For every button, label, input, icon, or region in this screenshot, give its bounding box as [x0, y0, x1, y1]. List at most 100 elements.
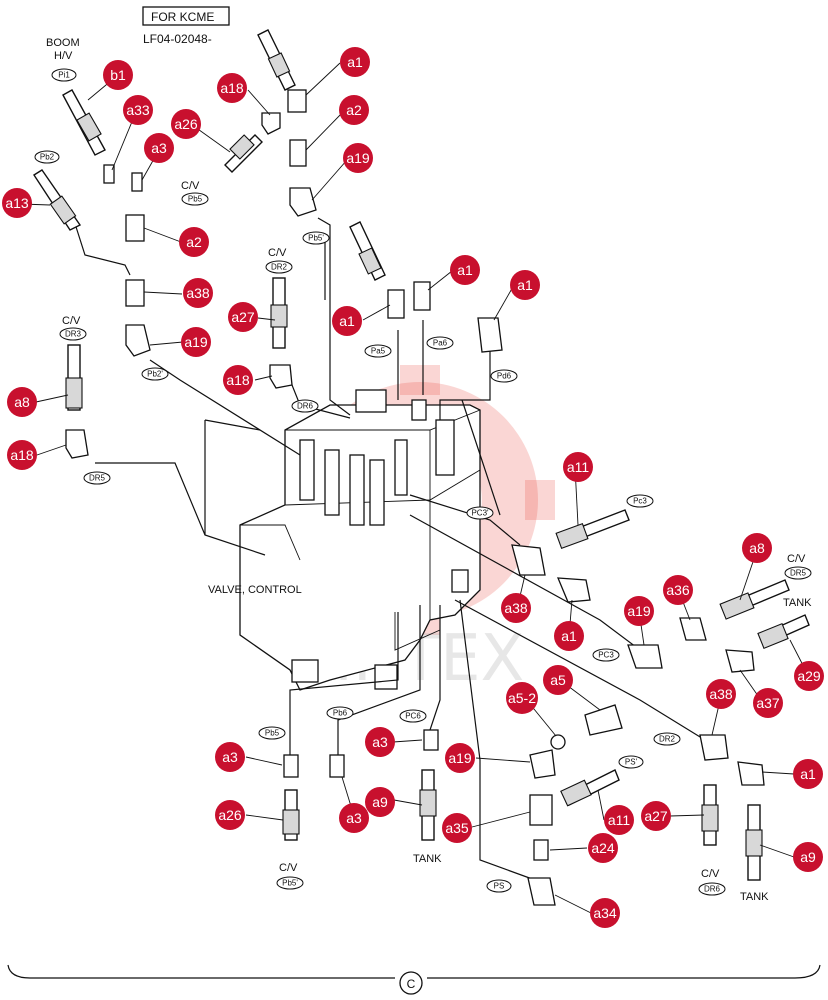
port-dr3: DR3 [59, 327, 87, 341]
callout-label: a9 [800, 849, 816, 865]
callout-label: a26 [218, 807, 242, 823]
callout-a13: a13 [2, 188, 32, 218]
callout-circle [450, 255, 480, 285]
cv-label-pb5-bottom: C/V [279, 862, 298, 874]
callout-layer: b1a33a3a26a18a1a2a19a13a2a38a19a27a18a1a… [2, 47, 824, 928]
callout-a19-right: a19 [624, 596, 654, 626]
callout-a9-mid: a9 [365, 787, 395, 817]
callout-a1-right: a1 [793, 759, 823, 789]
svg-text:Pb5': Pb5' [282, 879, 298, 888]
callout-circle [144, 133, 174, 163]
callout-circle [543, 665, 573, 695]
svg-text:Pc3: Pc3 [633, 497, 647, 506]
port-pc6: PC6 [399, 709, 427, 723]
callout-a37: a37 [753, 688, 783, 718]
callout-circle [501, 593, 531, 623]
callout-a18-mid: a18 [223, 365, 253, 395]
svg-text:Pb2': Pb2' [147, 370, 163, 379]
callout-label: a3 [372, 734, 388, 750]
callout-circle [365, 727, 395, 757]
callout-label: a35 [445, 820, 469, 836]
port-labels: Pi1 Pb2 Pb5 Pb5' DR2 DR3 Pb2' DR6 DR5 Pa… [34, 68, 812, 896]
callout-label: a26 [174, 116, 198, 132]
callout-circle [510, 270, 540, 300]
port-ps-prime: PS' [618, 755, 644, 769]
callout-circle [171, 109, 201, 139]
fittings [65, 89, 765, 906]
callout-a3-bm2: a3 [339, 803, 369, 833]
callout-circle [624, 596, 654, 626]
callout-label: a1 [517, 277, 533, 293]
callout-label: a19 [346, 150, 370, 166]
callout-label: a1 [800, 766, 816, 782]
callout-circle [793, 759, 823, 789]
text-labels: C/V C/V C/V C/V TANK TANK TANK C/V C/V [62, 180, 812, 903]
port-dr2-low: DR2 [653, 732, 681, 746]
callout-label: a3 [346, 810, 362, 826]
callout-a24: a24 [588, 833, 618, 863]
cv-label-dr3: C/V [62, 315, 81, 327]
callout-circle [339, 803, 369, 833]
boom-hv-label: H/V [54, 50, 73, 62]
callout-circle [506, 682, 538, 714]
callout-a2-top: a2 [339, 95, 369, 125]
callout-a35: a35 [442, 813, 472, 843]
port-pa5: Pa5 [364, 344, 392, 358]
callout-a19-left: a19 [181, 327, 211, 357]
port-dr6-bottom: DR6 [698, 882, 726, 896]
callout-a27-top: a27 [228, 302, 258, 332]
header-title: FOR KCME [151, 10, 214, 24]
callout-label: a3 [151, 140, 167, 156]
tank-label-a9: TANK [740, 891, 769, 903]
svg-text:Pb5: Pb5 [188, 195, 203, 204]
callout-circle [343, 143, 373, 173]
callout-a18-top: a18 [217, 73, 247, 103]
callout-label: a5-2 [508, 690, 536, 706]
port-pi1: Pi1 [51, 68, 77, 82]
callout-label: a9 [372, 794, 388, 810]
callout-label: a27 [644, 808, 668, 824]
callout-circle [442, 813, 472, 843]
callout-circle [365, 787, 395, 817]
callout-circle [793, 842, 823, 872]
callout-label: a1 [339, 313, 355, 329]
callout-circle [183, 278, 213, 308]
callout-circle [7, 387, 37, 417]
callout-circle [663, 575, 693, 605]
header-box [142, 6, 230, 26]
port-dr5-right: DR5 [784, 566, 812, 580]
callout-circle [340, 47, 370, 77]
port-pb6: Pb6 [326, 706, 354, 720]
hoses [33, 29, 810, 881]
callout-circle [215, 742, 245, 772]
svg-text:Pb5': Pb5' [308, 234, 324, 243]
callout-circle [706, 679, 736, 709]
cv-label-dr6-bottom: C/V [701, 868, 720, 880]
callout-circle [590, 898, 620, 928]
port-pb2: Pb2 [34, 150, 60, 164]
port-pb2p: Pb2' [141, 367, 169, 381]
callout-a8-right: a8 [742, 533, 772, 563]
callout-a3-bl: a3 [215, 742, 245, 772]
cv-label-a27-top: C/V [268, 247, 287, 259]
section-mark: C [407, 977, 416, 991]
port-pc3-low: PC3 [592, 648, 620, 662]
port-pb5-low: Pb5 [258, 726, 286, 740]
callout-label: a18 [10, 447, 34, 463]
callout-circle [228, 302, 258, 332]
svg-text:PS': PS' [625, 758, 638, 767]
callout-label: a1 [561, 628, 577, 644]
callout-label: a5 [550, 672, 566, 688]
callout-label: a36 [666, 582, 690, 598]
port-pb5-top: Pb5 [181, 192, 209, 206]
callout-label: a11 [567, 459, 590, 475]
callout-a9-right: a9 [793, 842, 823, 872]
callout-b1: b1 [103, 60, 133, 90]
port-pd6: Pd6 [490, 369, 518, 383]
callout-label: a37 [756, 695, 780, 711]
callout-circle [103, 60, 133, 90]
svg-text:Pi1: Pi1 [58, 71, 70, 80]
callout-a38-mid: a38 [501, 593, 531, 623]
callout-circle [604, 805, 634, 835]
